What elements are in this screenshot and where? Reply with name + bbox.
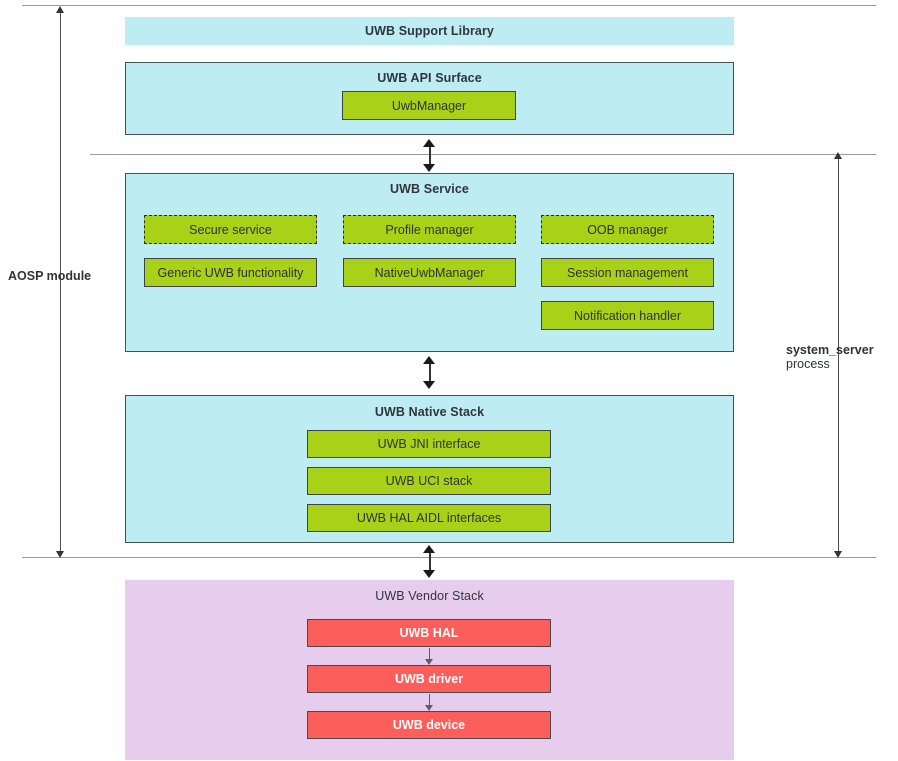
- layer-uwb-support-library[interactable]: UWB Support Library: [125, 17, 734, 45]
- span-shaft: [838, 157, 840, 553]
- arrow-head-down-icon: [56, 551, 64, 558]
- component-uwb-driver[interactable]: UWB driver: [307, 665, 551, 693]
- component-label: UWB JNI interface: [377, 437, 481, 451]
- component-notification-handler[interactable]: Notification handler: [541, 301, 714, 330]
- aosp-module-span-arrow: [54, 6, 67, 558]
- component-uwb-hal-aidl-interfaces[interactable]: UWB HAL AIDL interfaces: [307, 504, 551, 532]
- top-boundary-rule: [22, 5, 876, 6]
- component-label: UWB UCI stack: [385, 474, 473, 488]
- component-label: UWB HAL: [399, 626, 459, 640]
- aosp-module-label: AOSP module: [8, 269, 91, 283]
- component-label: Session management: [567, 265, 688, 280]
- bottom-boundary-rule: [22, 557, 876, 558]
- component-label: Secure service: [189, 222, 272, 237]
- aosp-module-text: AOSP module: [8, 269, 92, 283]
- component-label: UWB device: [392, 718, 466, 732]
- arrow-head-down-icon: [834, 551, 842, 558]
- component-session-management[interactable]: Session management: [541, 258, 714, 287]
- arrow-head-up-icon: [56, 6, 64, 13]
- system-server-span-arrow: [832, 152, 845, 558]
- component-label: NativeUwbManager: [374, 265, 485, 280]
- component-generic-uwb-functionality[interactable]: Generic UWB functionality: [144, 258, 317, 287]
- arrow-shaft: [428, 648, 431, 660]
- connector-shaft: [428, 145, 432, 166]
- span-shaft: [60, 11, 62, 553]
- component-label: UWB driver: [394, 672, 464, 686]
- component-uwb-jni-interface[interactable]: UWB JNI interface: [307, 430, 551, 458]
- arrow-head-down-icon: [425, 659, 433, 665]
- aosp-api-boundary-rule: [90, 154, 876, 155]
- layer-title-uwb-service: UWB Service: [390, 182, 469, 196]
- arrow-head-down-icon: [423, 381, 435, 389]
- arrow-head-up-icon: [423, 139, 435, 147]
- connector-shaft: [428, 362, 432, 383]
- arrow-head-up-icon: [423, 356, 435, 364]
- component-uwbmanager[interactable]: UwbManager: [342, 91, 516, 120]
- connector-native-to-vendor: [422, 545, 437, 578]
- component-label: UWB HAL AIDL interfaces: [356, 511, 502, 525]
- component-uwb-uci-stack[interactable]: UWB UCI stack: [307, 467, 551, 495]
- connector-shaft: [428, 551, 432, 572]
- layer-title-uwb-api-surface: UWB API Surface: [377, 71, 482, 85]
- component-uwb-hal[interactable]: UWB HAL: [307, 619, 551, 647]
- process-text: process: [786, 357, 830, 371]
- component-oob-manager[interactable]: OOB manager: [541, 215, 714, 244]
- connector-api-to-service: [422, 139, 437, 172]
- component-profile-manager[interactable]: Profile manager: [343, 215, 516, 244]
- system-server-label: system_server process: [786, 343, 874, 371]
- arrow-head-up-icon: [834, 152, 842, 159]
- component-label: UwbManager: [391, 98, 467, 113]
- component-uwb-device[interactable]: UWB device: [307, 711, 551, 739]
- arrow-hal-to-driver: [425, 648, 434, 665]
- component-secure-service[interactable]: Secure service: [144, 215, 317, 244]
- arrow-head-down-icon: [423, 570, 435, 578]
- component-label: Notification handler: [573, 308, 681, 323]
- component-label: Generic UWB functionality: [157, 265, 304, 280]
- layer-title-uwb-native-stack: UWB Native Stack: [374, 405, 485, 419]
- system-server-text: system_server: [786, 343, 874, 357]
- layer-title-uwb-support-library: UWB Support Library: [365, 24, 494, 38]
- component-nativeuwbmanager[interactable]: NativeUwbManager: [343, 258, 516, 287]
- arrow-head-up-icon: [423, 545, 435, 553]
- connector-service-to-native: [422, 356, 437, 389]
- layer-title-uwb-vendor-stack: UWB Vendor Stack: [375, 589, 484, 603]
- component-label: Profile manager: [385, 222, 474, 237]
- component-label: OOB manager: [587, 222, 668, 237]
- arrow-driver-to-device: [425, 694, 434, 711]
- arrow-shaft: [428, 694, 431, 706]
- arrow-head-down-icon: [425, 705, 433, 711]
- arrow-head-down-icon: [423, 164, 435, 172]
